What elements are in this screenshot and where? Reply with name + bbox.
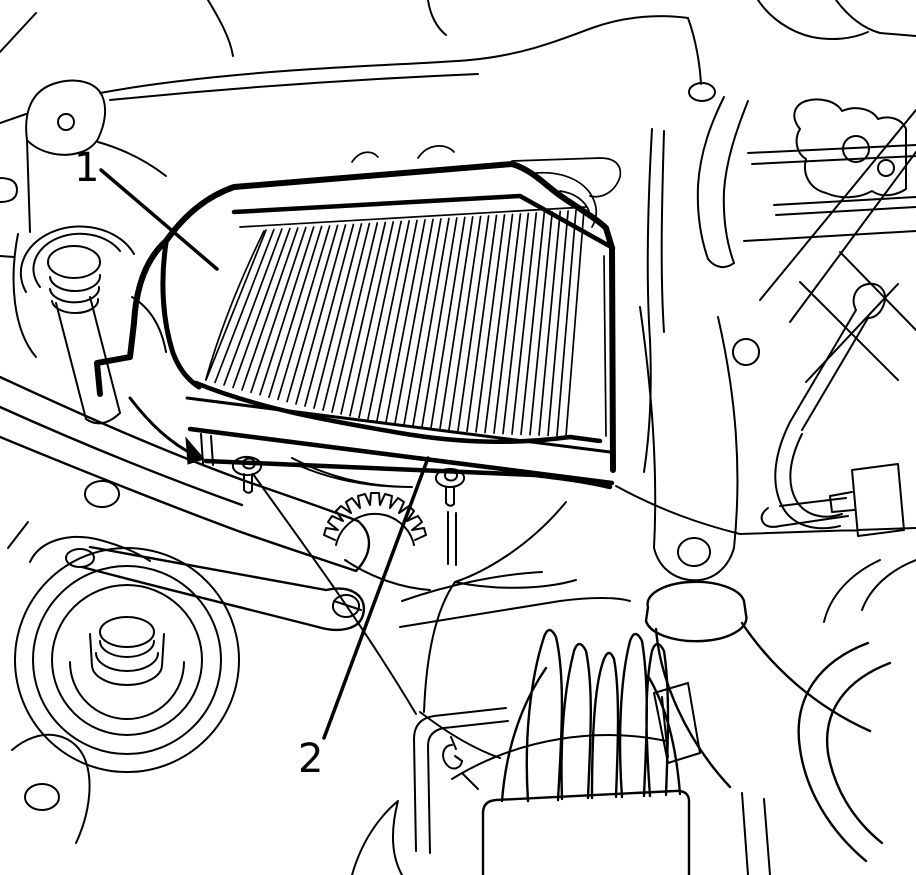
left-mount-bracket [0, 79, 167, 258]
strut-bushing-rings [19, 225, 135, 315]
bracket-with-holes [688, 82, 907, 199]
push-pin-right [434, 467, 466, 566]
filter-top-frame [231, 193, 616, 251]
hold-down-bracket [351, 707, 509, 875]
control-arms [0, 375, 371, 631]
small-bracket [653, 559, 916, 875]
timing-gear-teeth [323, 492, 427, 541]
lower-tube-and-bracket [615, 463, 916, 537]
pulley-groove-arc [69, 661, 185, 720]
timing-gear-body [335, 512, 431, 591]
frame-diagonals [759, 109, 916, 383]
push-pin-left [231, 455, 263, 494]
filter-housing-outline [94, 161, 616, 473]
filter-housing [94, 145, 622, 473]
rail-lower-bar [203, 458, 613, 490]
pulley-lower-hole [11, 733, 91, 844]
rail-post [200, 433, 214, 466]
callout-2-label: 2 [298, 736, 323, 782]
filter-housing-inner-lip [160, 240, 202, 390]
wire-loops [500, 628, 682, 803]
control-arm-lower [80, 545, 366, 631]
control-arm-upper-hole [83, 480, 121, 508]
pulley-ring-outer [14, 547, 240, 773]
pulley-hub [89, 616, 165, 686]
subframe-area [252, 457, 631, 759]
frame-member [639, 306, 739, 582]
filter-frame-inner-lines [205, 171, 607, 437]
cowl-area [0, 0, 916, 258]
pulley-top-hole [7, 521, 151, 568]
strut-surround-curves [12, 233, 167, 358]
filter-element [193, 171, 616, 444]
harness-back-curve [451, 734, 667, 780]
filter-housing-lip-tail [128, 396, 198, 458]
frame-member-holes [676, 338, 761, 567]
left-mount-bracket-hole [57, 113, 75, 131]
connector-box [481, 789, 691, 875]
support-rail [185, 396, 615, 566]
cowl-lines [0, 0, 916, 124]
filter-pleats [205, 209, 585, 437]
filter-housing-lip-dart [185, 436, 205, 465]
filter-housing-curl [351, 145, 622, 198]
callout-1-leader [99, 168, 219, 271]
dipstick-rod [789, 282, 886, 431]
pulley-ring-inner [51, 584, 203, 736]
callouts: 1 2 [74, 145, 430, 782]
pulley-ring-mid [32, 565, 222, 755]
pocket-curves [252, 457, 631, 759]
firewall-lines [743, 144, 916, 242]
crank-pulley [7, 521, 240, 844]
boot-area [644, 559, 916, 875]
tower-legs [643, 128, 665, 473]
callout-1-label: 1 [74, 145, 99, 191]
callout-2-leader [322, 456, 430, 740]
right-frame-area [615, 82, 916, 582]
harness-area [351, 628, 691, 875]
steering-boot [644, 580, 872, 789]
rail-top-edge [185, 396, 612, 454]
vertical-hose [696, 96, 749, 269]
coolant-hoses [797, 641, 892, 863]
control-arm-upper [0, 375, 371, 573]
